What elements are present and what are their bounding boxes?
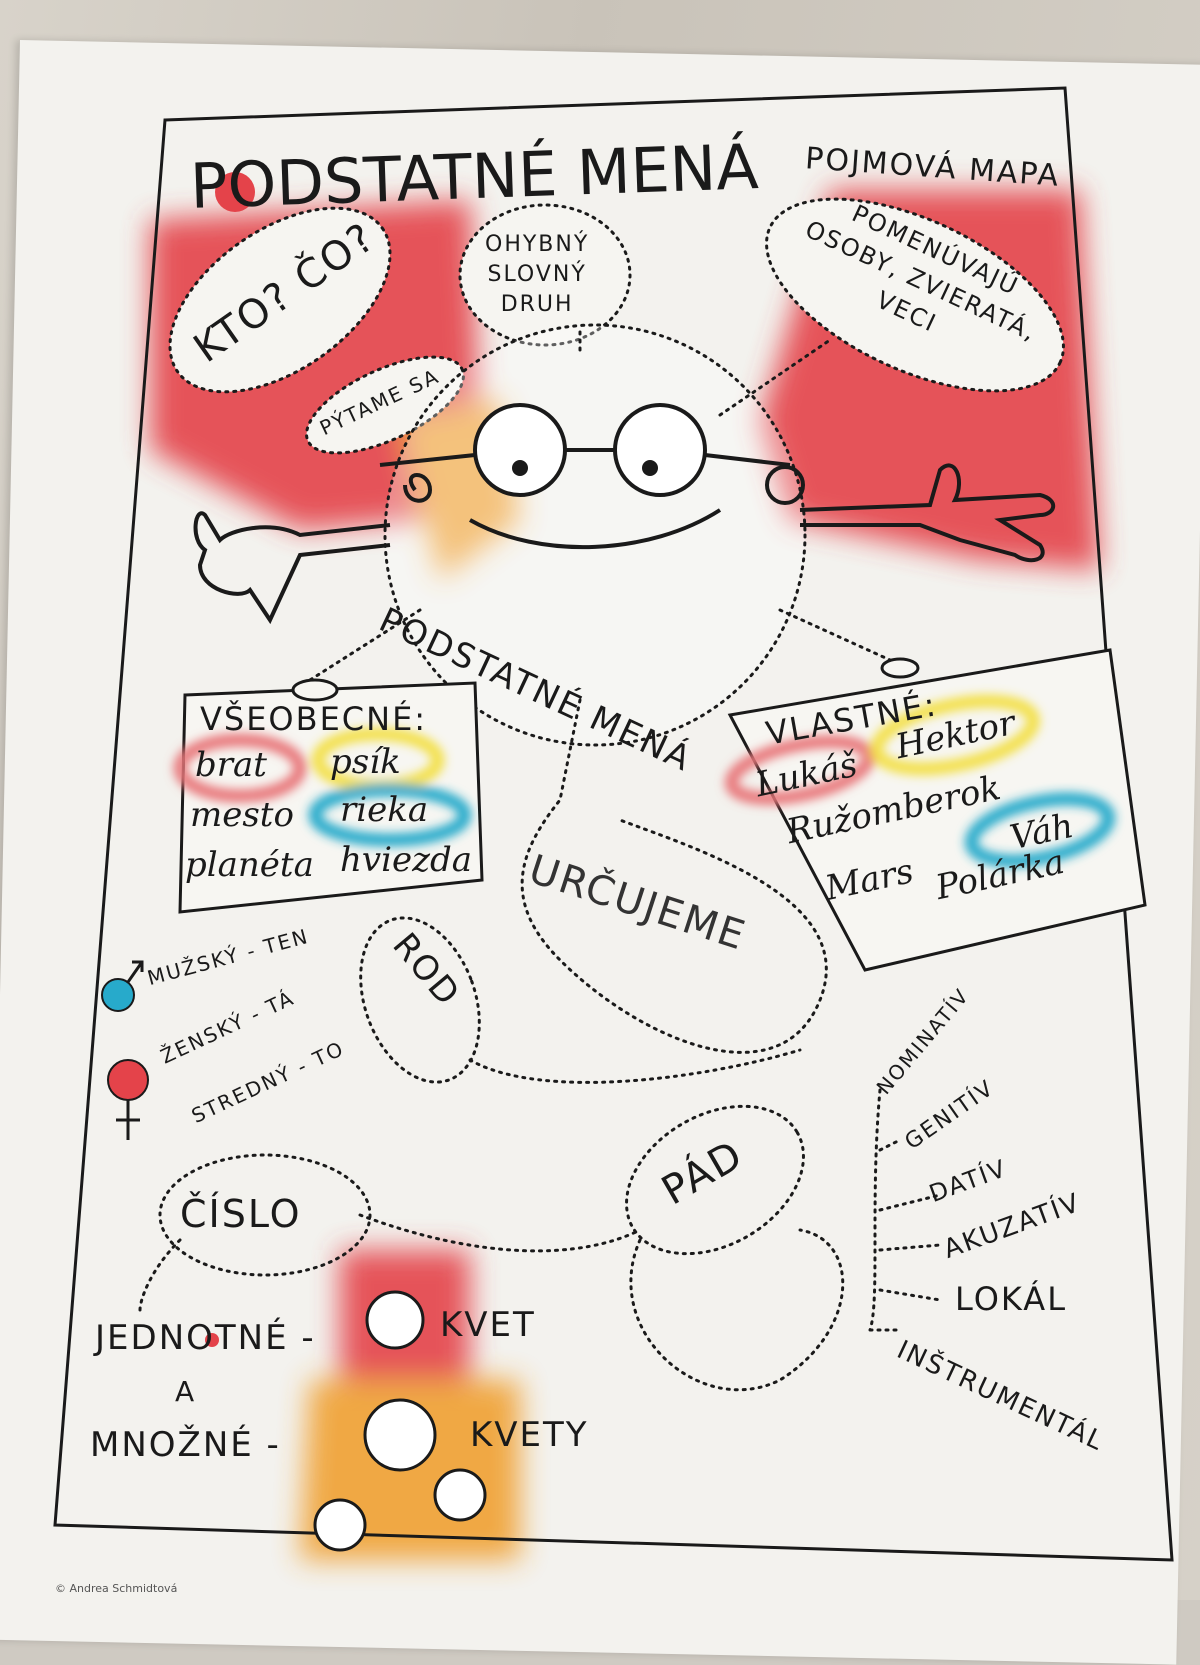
link-meaning [718, 338, 832, 417]
left-ear [403, 473, 433, 503]
common-word: rieka [340, 790, 429, 830]
common-word: psík [330, 742, 401, 782]
case-branches [868, 1088, 942, 1332]
glasses-right-lens [613, 403, 707, 497]
common-word: hviezda [340, 840, 473, 880]
bubble-rod [359, 916, 481, 1084]
loop-urcujeme [520, 698, 828, 1054]
smile [469, 508, 722, 550]
common-word: brat [195, 745, 267, 785]
number-plural: MNOŽNÉ - [90, 1425, 281, 1465]
right-arm [799, 463, 1056, 563]
proper-nouns-box [727, 648, 1147, 972]
case-item: LOKÁL [955, 1280, 1068, 1318]
left-arm [193, 511, 391, 625]
bubble-word-class-text: OHYBNÝ SLOVNÝ DRUH [485, 230, 589, 320]
right-ear [765, 465, 805, 505]
flower-icons [313, 1290, 487, 1552]
bubble-cislo [158, 1153, 372, 1277]
bubble-pad [625, 1104, 805, 1256]
word-class-line: OHYBNÝ [485, 232, 590, 257]
link-right-box [778, 608, 892, 662]
left-pupil [512, 460, 528, 476]
bubble-meaning [765, 197, 1065, 393]
bubble-question [168, 206, 392, 394]
concept-map-drawing [53, 86, 1174, 1562]
common-word: planéta [185, 845, 314, 885]
link-cislo-pad [358, 1213, 642, 1253]
link-cislo-down [138, 1238, 182, 1312]
loop-pad [629, 1228, 845, 1392]
common-word: mesto [190, 795, 294, 835]
copyright-footer: © Andrea Schmidtová [55, 1582, 178, 1595]
male-symbol-icon [101, 978, 135, 1012]
bubble-ask [305, 355, 465, 455]
common-nouns-heading: VŠEOBECNÉ: [200, 700, 428, 738]
number-singular: JEDNOTNÉ - [95, 1318, 316, 1358]
loop-rod-path [468, 1048, 802, 1084]
female-symbol-icon [107, 1059, 149, 1101]
number-and: A [175, 1375, 197, 1408]
number-singular-example: KVET [440, 1305, 536, 1345]
right-pupil [642, 460, 658, 476]
frame [53, 86, 1174, 1562]
word-class-line: DRUH [500, 292, 574, 317]
glasses-left-lens [473, 403, 567, 497]
number-label: ČÍSLO [180, 1192, 302, 1236]
word-class-line: SLOVNÝ [487, 262, 587, 287]
glasses-bridge [379, 448, 791, 467]
link-left-box [308, 608, 422, 682]
center-circle [383, 323, 807, 747]
number-plural-example: KVETY [470, 1415, 589, 1455]
bubble-word-class [458, 203, 632, 347]
